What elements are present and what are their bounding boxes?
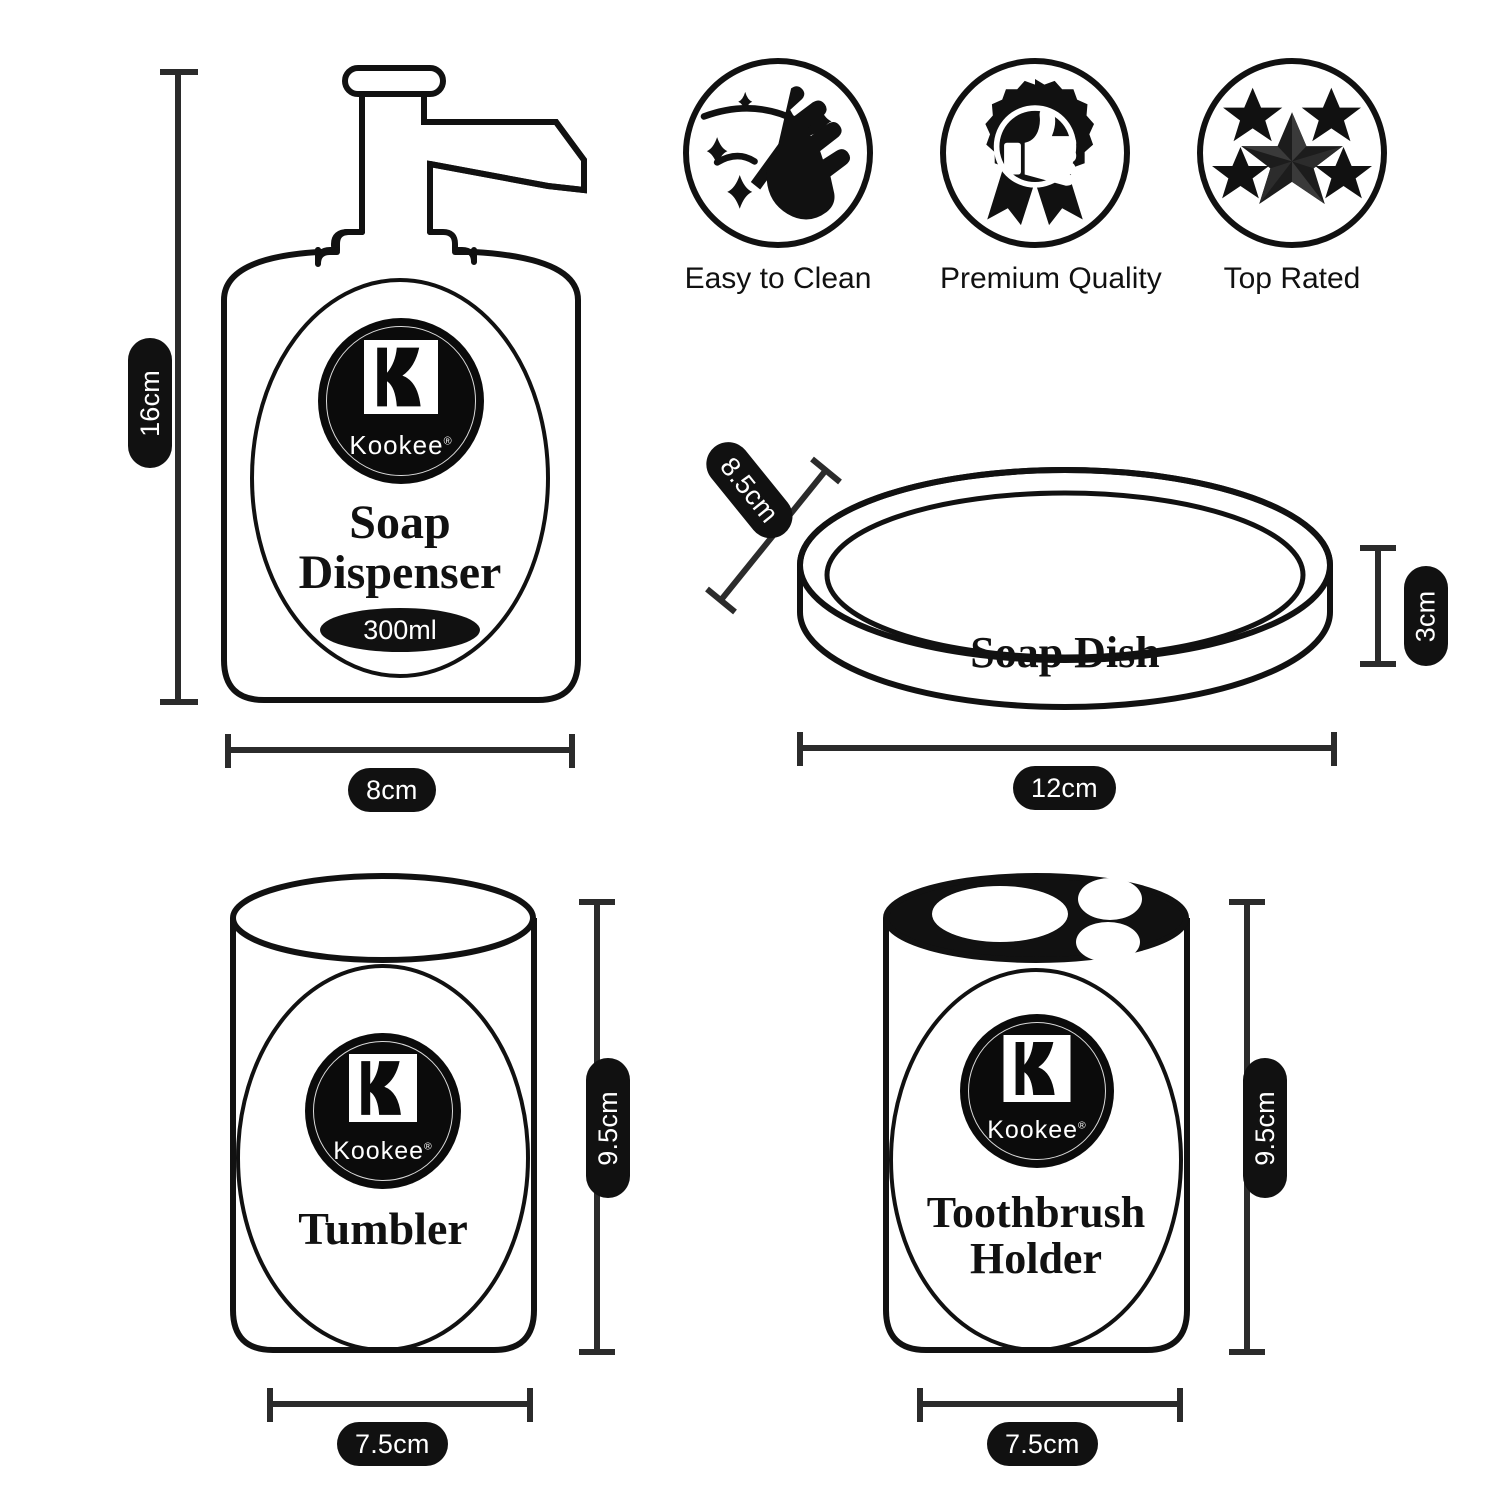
dim-label-tumbler-width: 7.5cm xyxy=(337,1422,448,1466)
volume-badge: 300ml xyxy=(320,608,480,652)
feature-label: Top Rated xyxy=(1223,262,1361,295)
brand-wordmark: Kookee® xyxy=(349,430,453,460)
dim-label-dish-height: 3cm xyxy=(1404,566,1448,666)
brand-wordmark: Kookee® xyxy=(987,1116,1087,1144)
k-monogram-icon xyxy=(1003,1035,1071,1102)
brand-logo-toothbrush-holder: Kookee® xyxy=(962,1016,1112,1166)
logo-ring xyxy=(968,1022,1106,1160)
caption-soap-dish: Soap Dish xyxy=(970,628,1160,677)
feature-label: Premium Quality xyxy=(940,262,1162,295)
logo-ring xyxy=(326,326,476,476)
feature-easy-to-clean: Easy to Clean xyxy=(683,58,873,296)
bottle-label-oval xyxy=(250,278,550,678)
caption-soap-dispenser: Soap Dispenser xyxy=(298,496,502,600)
k-monogram-icon xyxy=(349,1054,417,1122)
five-stars-icon xyxy=(1197,58,1387,248)
dim-label-dispenser-height: 16cm xyxy=(128,338,172,468)
feature-premium-quality: Premium Quality xyxy=(940,58,1162,296)
feature-top-rated: Top Rated xyxy=(1197,58,1387,296)
award-ribbon-thumbsup-icon xyxy=(940,58,1130,248)
brand-logo-dispenser: Kookee® xyxy=(320,320,482,482)
logo-ring xyxy=(313,1041,453,1181)
brand-logo-tumbler: Kookee® xyxy=(307,1035,459,1187)
bottle-body xyxy=(221,249,581,703)
wiping-hand-sparkle-icon xyxy=(683,58,873,248)
dim-label-tumbler-height: 9.5cm xyxy=(586,1058,630,1198)
brand-wordmark: Kookee® xyxy=(333,1137,433,1165)
dim-label-holder-width: 7.5cm xyxy=(987,1422,1098,1466)
dim-label-dispenser-width: 8cm xyxy=(348,768,436,812)
k-monogram-icon xyxy=(364,340,438,414)
caption-toothbrush-holder: Toothbrush Holder xyxy=(926,1188,1146,1284)
dim-label-dish-width: 12cm xyxy=(1013,766,1116,810)
feature-label: Easy to Clean xyxy=(684,262,872,295)
caption-tumbler: Tumbler xyxy=(298,1203,468,1254)
dim-label-holder-height: 9.5cm xyxy=(1243,1058,1287,1198)
